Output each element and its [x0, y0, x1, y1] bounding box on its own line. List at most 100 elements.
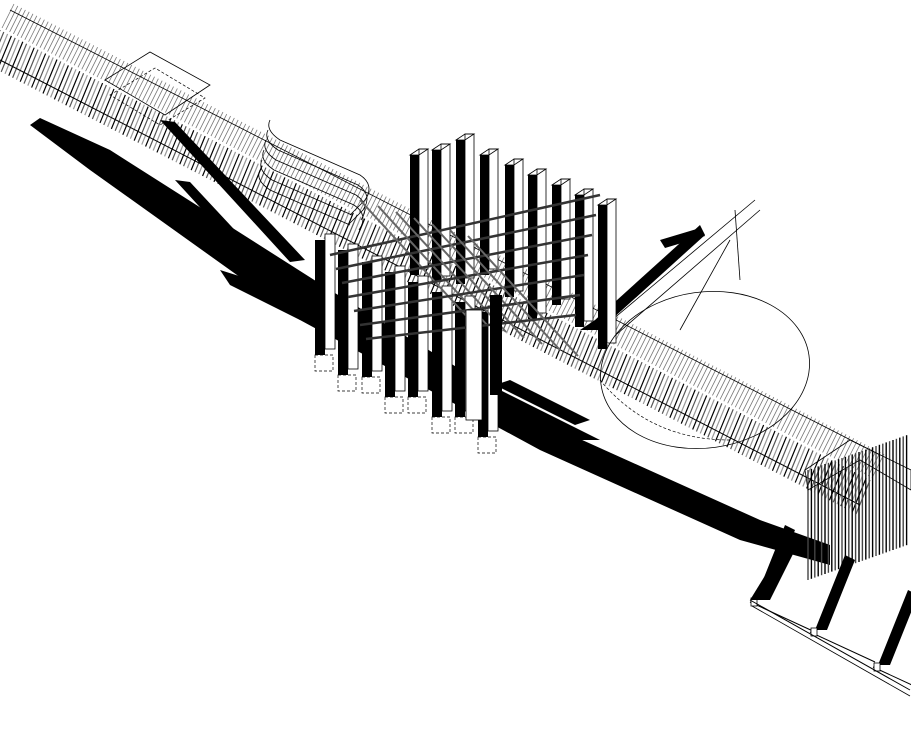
tower-column-footing — [407, 396, 427, 414]
deck-rib-upper — [138, 74, 152, 99]
deck-rib — [756, 428, 772, 464]
deck-rib-upper — [708, 369, 721, 394]
deck-rib — [676, 387, 692, 422]
deck-rib-upper — [689, 359, 702, 384]
deck-rib-upper — [799, 416, 813, 441]
deck-rib — [699, 399, 715, 434]
deck-rib — [251, 167, 267, 202]
deck-rib-upper — [385, 202, 399, 227]
deck-rib-upper — [867, 451, 881, 477]
deck-rib-upper — [32, 19, 45, 44]
stacked-loop — [258, 119, 370, 231]
deck-rib — [334, 210, 351, 246]
deck-rib-upper — [651, 339, 665, 365]
deck-rib — [661, 379, 677, 415]
tower-column-footing — [454, 416, 474, 434]
deck-rib — [570, 332, 586, 367]
deck-rib — [695, 397, 711, 432]
deck-shadow — [30, 118, 830, 565]
deck-rib-upper — [184, 98, 197, 123]
deck-rib-upper — [715, 373, 729, 398]
lattice-beam — [431, 223, 543, 345]
deck-rib-upper — [96, 52, 110, 78]
deck-rib-upper — [39, 23, 53, 48]
deck-rib — [543, 318, 560, 354]
tower-column-footing — [337, 374, 357, 392]
deck-rib — [806, 454, 822, 489]
deck-rib — [787, 444, 803, 479]
deck-rib — [551, 322, 567, 358]
end-frame-rail — [751, 605, 911, 697]
deck-rib — [707, 403, 723, 438]
deck-rib-upper — [187, 100, 201, 125]
tower-column — [490, 295, 502, 395]
deck-rib — [737, 418, 753, 454]
deck-rib-upper — [1, 3, 15, 29]
deck-rib-upper — [16, 11, 30, 37]
deck-rib-upper — [704, 367, 718, 392]
deck-rib-upper — [202, 107, 216, 133]
deck-rib — [714, 407, 730, 442]
deck-rib — [50, 63, 66, 98]
deck-rib-upper — [210, 111, 224, 137]
deck-rib-upper — [734, 383, 748, 408]
deck-rib-upper — [20, 13, 34, 39]
circular-outline — [599, 290, 810, 450]
end-triangle-strut — [878, 590, 911, 665]
deck-rib — [619, 357, 636, 393]
deck-rib — [110, 94, 126, 130]
deck-rib-upper — [845, 440, 858, 465]
deck-rib-upper — [286, 151, 300, 176]
deck-rib-upper — [366, 192, 380, 217]
deck-rib-upper — [142, 76, 155, 101]
tower-column-face — [371, 255, 383, 372]
deck-rib-upper — [221, 117, 235, 143]
diagonal-struts — [160, 120, 761, 425]
deck-rib — [129, 104, 145, 139]
deck-rib-upper — [696, 363, 710, 388]
deck-rib — [118, 98, 134, 134]
deck-rib — [61, 69, 77, 104]
deck-rib-upper — [199, 106, 212, 131]
deck-rib — [46, 61, 62, 96]
deck-rib-upper — [772, 402, 786, 428]
deck-rib — [745, 422, 761, 458]
deck-rib-upper — [275, 145, 288, 170]
tower-column — [362, 262, 372, 377]
deck-rib-upper — [681, 355, 695, 380]
deck-rib-upper — [370, 194, 383, 219]
deck-rib — [726, 412, 742, 448]
tower-column-face — [606, 198, 617, 344]
deck-rib — [635, 365, 651, 401]
deck-rib-upper — [381, 200, 395, 225]
tower-column-face — [464, 133, 475, 279]
lattice-beam — [335, 213, 597, 271]
deck-rib — [342, 214, 358, 249]
deck-rib-upper — [100, 54, 114, 80]
deck-rib — [281, 183, 297, 218]
deck-rib-upper — [104, 56, 117, 82]
deck-rib-upper — [765, 398, 778, 424]
deck-rib-upper — [693, 361, 706, 386]
deck-rib — [627, 361, 643, 397]
deck-rib-upper — [662, 345, 676, 371]
deck-rib — [0, 31, 5, 43]
deck-rib-upper — [392, 206, 406, 231]
deck-rib — [270, 177, 286, 212]
deck-rib-upper — [282, 149, 296, 174]
tower-column-top — [408, 148, 430, 156]
deck-rib — [384, 236, 400, 271]
tower-column-footing — [314, 354, 334, 372]
deck-rib-upper — [377, 198, 391, 223]
deck-rib — [274, 179, 290, 214]
tower-column-face — [324, 233, 336, 350]
deck-rib — [798, 450, 814, 485]
deck-rib — [650, 373, 666, 409]
deck-rib — [0, 33, 9, 54]
deck-rib-upper — [742, 387, 756, 412]
deck-rib — [114, 96, 130, 132]
tower-column — [598, 205, 607, 349]
deck-rib — [365, 226, 381, 261]
deck-rib — [673, 385, 689, 420]
